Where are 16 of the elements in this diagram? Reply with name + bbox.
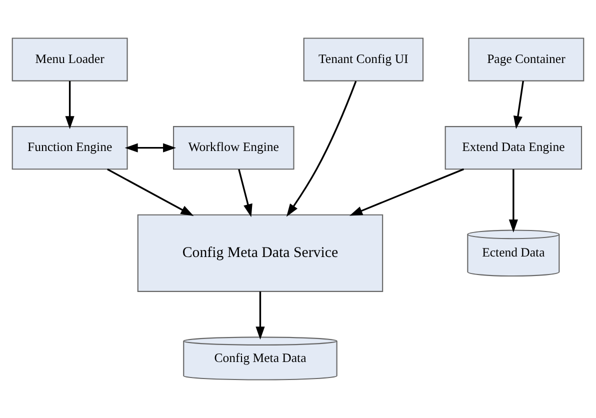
node-box: Menu Loader (12, 38, 128, 82)
node-box: Workflow Engine (173, 126, 294, 170)
arrow (286, 80, 357, 217)
arrow (349, 168, 464, 216)
arrow (508, 169, 518, 233)
node-box: Function Engine (12, 126, 128, 170)
arrow (65, 81, 74, 130)
node-box: Extend Data Engine (444, 126, 582, 170)
arrow (238, 169, 252, 218)
arrow (107, 168, 194, 216)
arrow (256, 291, 265, 340)
node-box: Page Container (468, 38, 584, 82)
arrow (124, 143, 176, 152)
node-box: Tenant Config UI (303, 38, 424, 82)
node-box: Config Meta Data Service (137, 214, 384, 292)
arrow (513, 80, 524, 130)
